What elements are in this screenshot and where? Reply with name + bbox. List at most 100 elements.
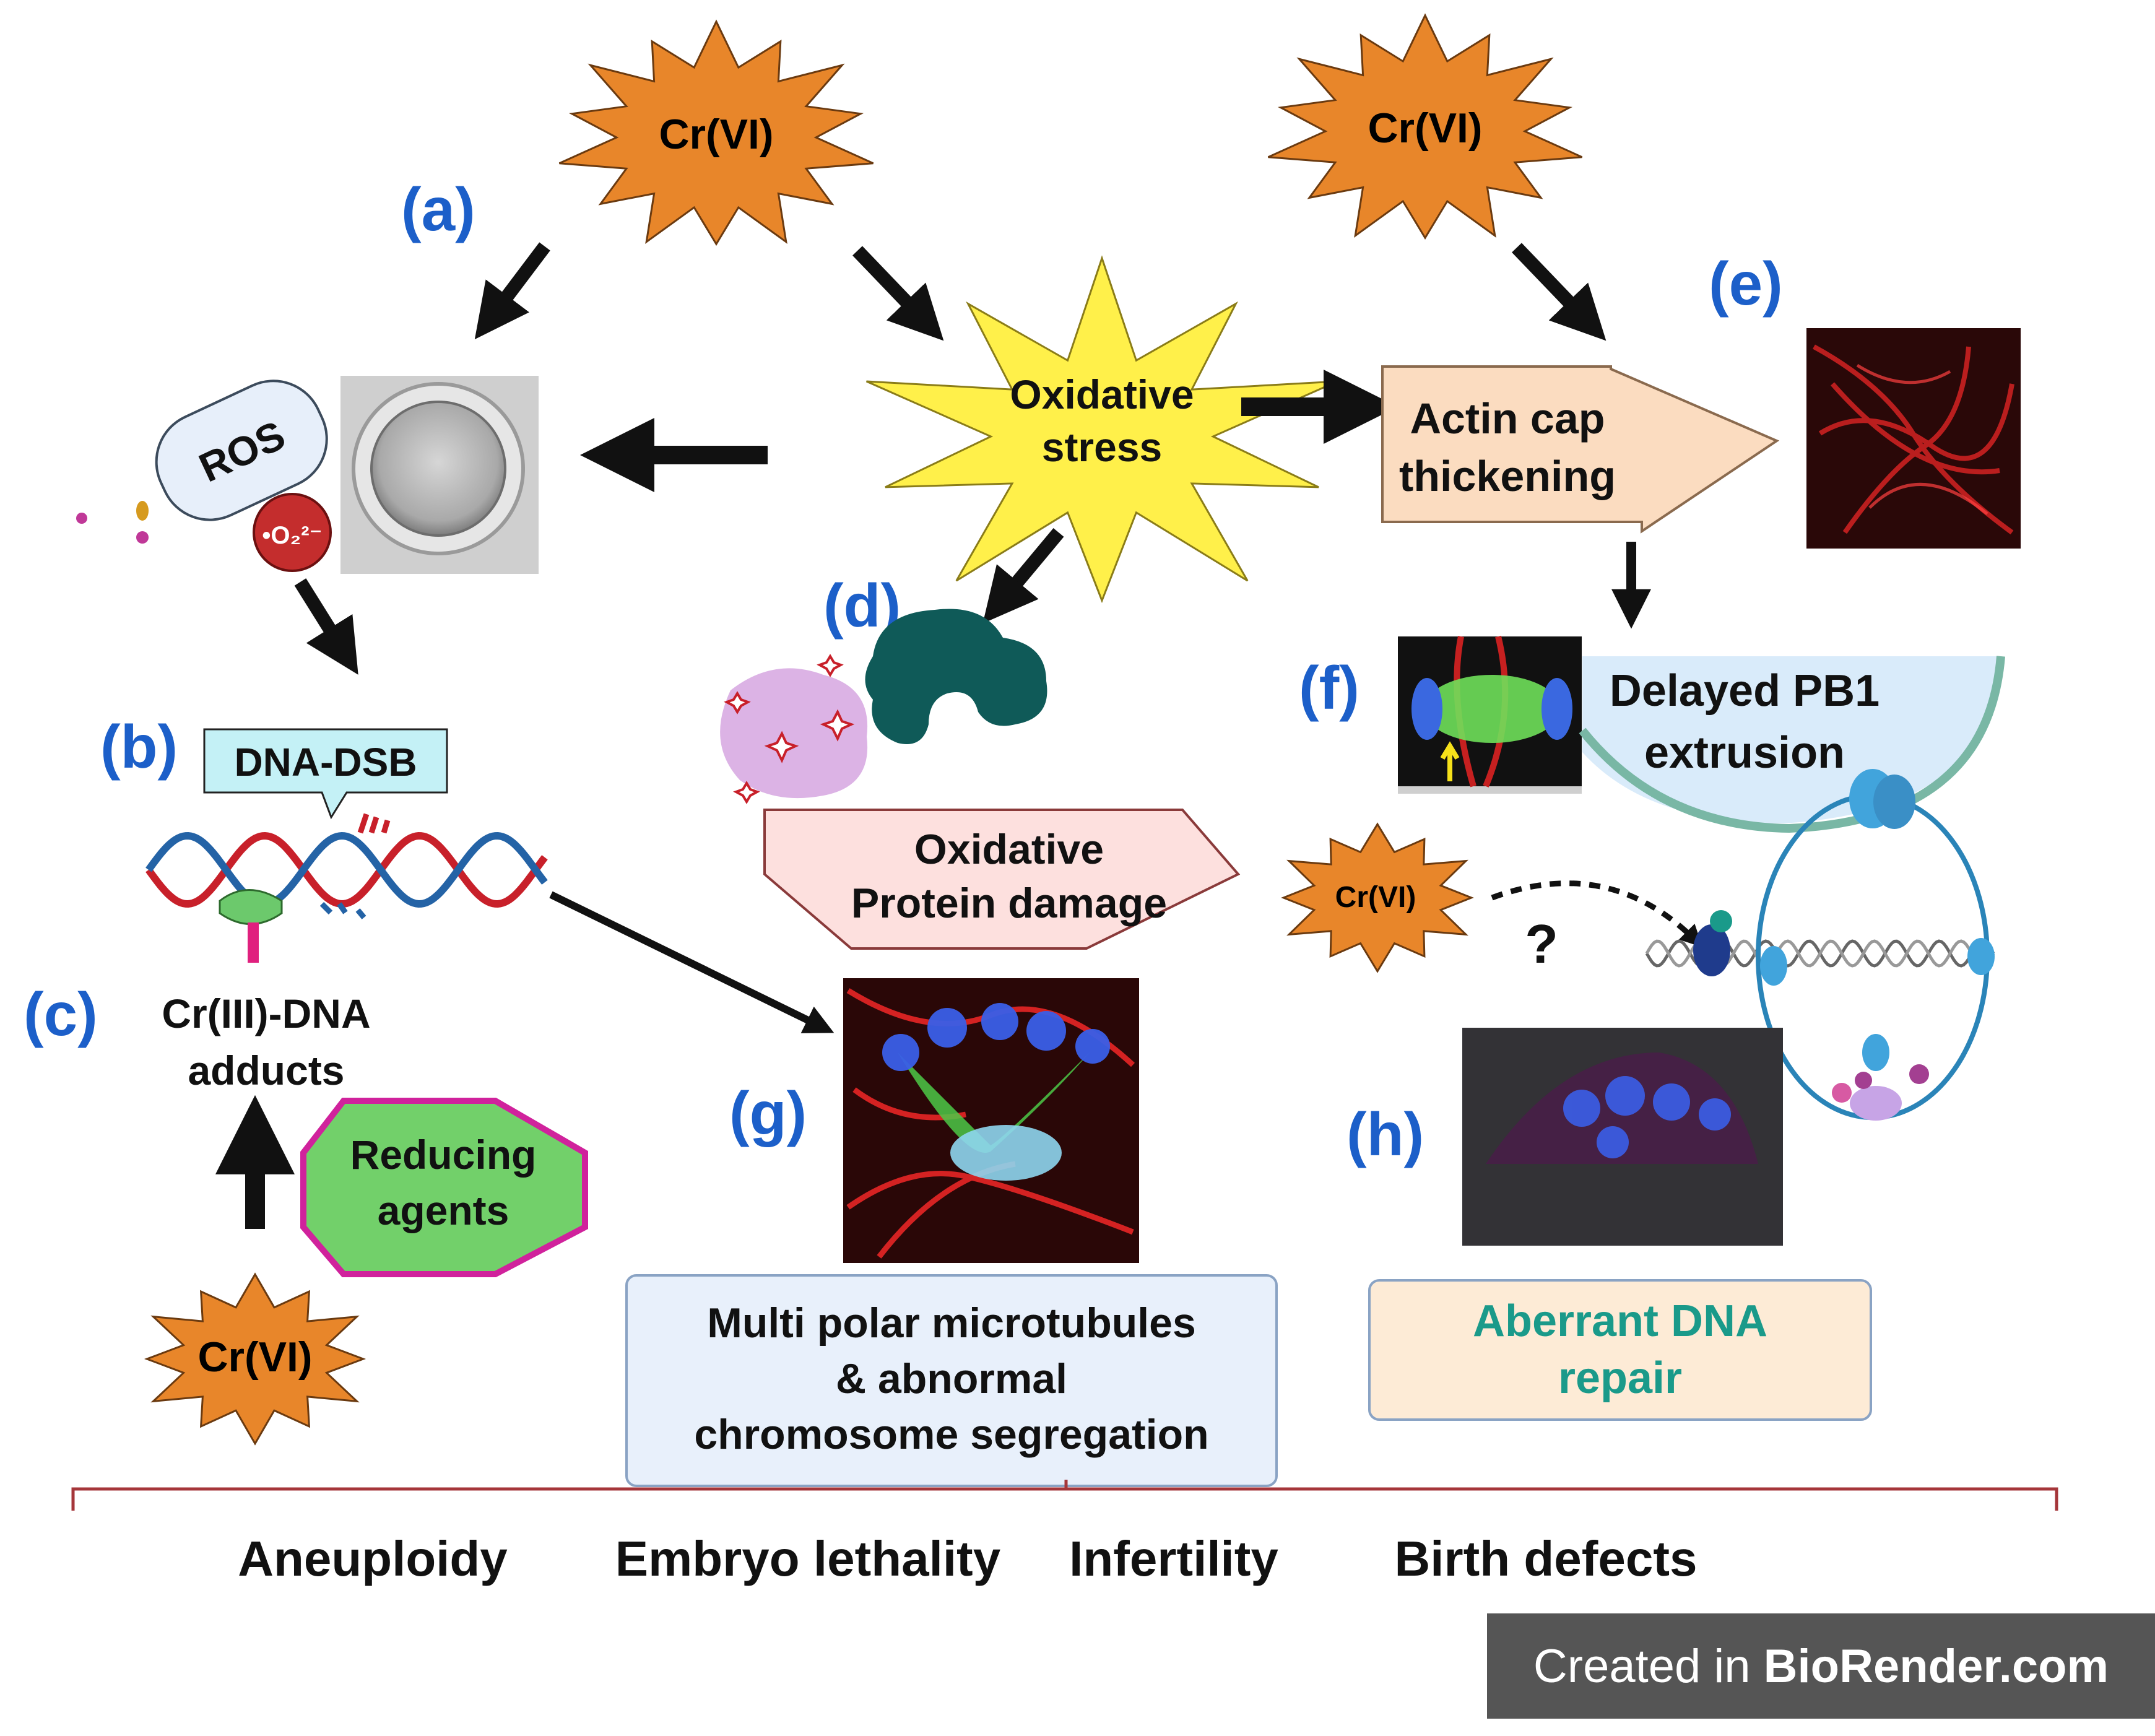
chromosome-plate — [950, 1125, 1062, 1181]
cohesin-subunit — [1862, 1034, 1889, 1071]
chromosome — [1653, 1083, 1690, 1121]
pb1-micrograph — [1398, 635, 1582, 794]
chromosome — [981, 1003, 1018, 1040]
arrow-cr-to-actin — [1512, 243, 1606, 341]
outcome-infertility: Infertility — [1069, 1531, 1278, 1586]
protein-damage-line1: Oxidative — [914, 826, 1104, 873]
cohesin-subunit — [1967, 938, 1995, 975]
actin-cap-line2: thickening — [1399, 452, 1616, 500]
arrow-ros-to-dna — [294, 578, 358, 675]
cohesin-subunit — [1832, 1083, 1852, 1103]
multipolar-line2: & abnormal — [836, 1355, 1067, 1402]
cohesin-subunit — [1760, 946, 1787, 986]
chromosome — [1597, 1126, 1629, 1158]
arrow-oxidative-to-protein — [982, 527, 1064, 624]
panel-label-f: (f) — [1299, 654, 1359, 722]
repair-enzyme — [1710, 910, 1732, 932]
actin-cap-micrograph — [1806, 328, 2021, 549]
oxidative-stress-line2: stress — [1042, 424, 1163, 470]
octagon-shape — [300, 1098, 588, 1277]
badge-prefix: Created in — [1533, 1639, 1764, 1693]
callout-box — [203, 728, 448, 820]
dna-double-helix — [145, 813, 548, 963]
actin-cap-box: Actin cap thickening — [1381, 365, 1780, 534]
dna-dsb-callout: DNA-DSB — [203, 728, 448, 820]
chromosome-clusters — [882, 1003, 1110, 1071]
oxidative-stress-burst: Oxidative stress — [865, 255, 1338, 604]
panel-label-a: (a) — [401, 175, 475, 243]
oocyte-micrograph — [340, 376, 539, 574]
arrow-dna-to-spindle — [549, 891, 835, 1033]
chromosome — [882, 1034, 919, 1071]
actin-filaments — [1813, 344, 2014, 535]
cr-burst-top-center: Cr(VI) — [558, 19, 874, 246]
cr-label: Cr(VI) — [1368, 105, 1482, 152]
badge-text: Created in BioRender.com — [1533, 1639, 2109, 1693]
badge-brand: BioRender.com — [1763, 1639, 2109, 1693]
protein-damage-line2: Protein damage — [851, 880, 1167, 927]
panel-label-b: (b) — [100, 713, 178, 781]
chromosome — [1699, 1098, 1731, 1131]
reducing-agents-octagon: Reducing agents — [300, 1098, 588, 1277]
cr-label: Cr(VI) — [1335, 881, 1416, 914]
spark-icon — [733, 781, 760, 804]
ros-dot — [136, 531, 149, 544]
cr-burst-middle-right: Cr(VI) — [1281, 822, 1474, 973]
chromosome — [1605, 1076, 1645, 1116]
multipolar-line1: Multi polar microtubules — [707, 1300, 1196, 1347]
oxidative-burst-shape — [865, 255, 1338, 604]
chromosome — [927, 1008, 967, 1048]
adducts-line2: adducts — [188, 1048, 344, 1093]
cr-burst-shape — [144, 1272, 366, 1446]
multipolar-line3: chromosome segregation — [694, 1411, 1208, 1458]
delayed-pb1-group: Delayed PB1 extrusion — [1579, 656, 2005, 833]
repair-enzyme — [1693, 924, 1730, 976]
cohesin-subunit — [1909, 1064, 1929, 1084]
hexagon-shape — [763, 809, 1241, 950]
cr-burst-bottom-left: Cr(VI) — [144, 1272, 366, 1446]
biorender-badge: Created in BioRender.com — [1487, 1613, 2155, 1719]
multipolar-spindle-micrograph — [843, 978, 1139, 1263]
dna-strand-red — [145, 831, 548, 908]
chromosomes — [1541, 678, 1572, 740]
ros-dot — [136, 501, 149, 521]
multipolar-box-shape — [625, 1274, 1278, 1487]
superoxide-sphere — [253, 493, 332, 572]
reducing-line1: Reducing — [350, 1132, 537, 1178]
adducts-line1: Cr(III)-DNA — [162, 991, 370, 1036]
outcome-birth-defects: Birth defects — [1395, 1531, 1698, 1586]
spindle — [1424, 675, 1560, 743]
spark-icon — [820, 709, 855, 742]
actin-cap-line1: Actin cap — [1410, 394, 1605, 443]
outcome-embryo-lethality: Embryo lethality — [615, 1531, 1001, 1586]
panel-label-e: (e) — [1709, 250, 1783, 318]
cohesin-subunit — [1855, 1072, 1872, 1089]
cr-burst-shape — [558, 19, 874, 246]
reducing-line2: agents — [378, 1187, 509, 1233]
protein-damage-box: Oxidative Protein damage — [763, 809, 1241, 950]
chromosomes — [1411, 678, 1442, 740]
arrow-cr-to-repair-dashed — [1491, 880, 1703, 948]
outcome-bracket — [71, 1480, 2058, 1511]
spindle-fibers — [898, 1052, 1090, 1153]
cr-burst-shape — [1281, 822, 1474, 973]
chromosome — [1026, 1011, 1066, 1051]
superoxide-label: •O₂²⁻ — [262, 522, 322, 549]
ros-spark-icons — [724, 654, 855, 804]
multipolar-box: Multi polar microtubules & abnormal chro… — [625, 1274, 1278, 1487]
dna-dsb-label: DNA-DSB — [234, 740, 417, 784]
ros-dot — [76, 513, 87, 524]
actin-filaments — [1856, 363, 1988, 515]
oxidative-stress-line1: Oxidative — [1010, 371, 1194, 417]
outcome-aneuploidy: Aneuploidy — [238, 1531, 508, 1586]
panel-label-g: (g) — [729, 1079, 807, 1147]
chromosome-clusters — [1563, 1076, 1731, 1158]
dna-strand-blue — [145, 831, 548, 908]
protein-damage-illustration — [720, 609, 1047, 804]
cohesin-subunit — [1850, 1086, 1902, 1121]
chromosome — [1075, 1029, 1110, 1064]
pointer-arrow-icon — [1440, 741, 1460, 781]
actin-box-shape — [1381, 365, 1780, 534]
damaged-protein-blob — [720, 668, 868, 799]
